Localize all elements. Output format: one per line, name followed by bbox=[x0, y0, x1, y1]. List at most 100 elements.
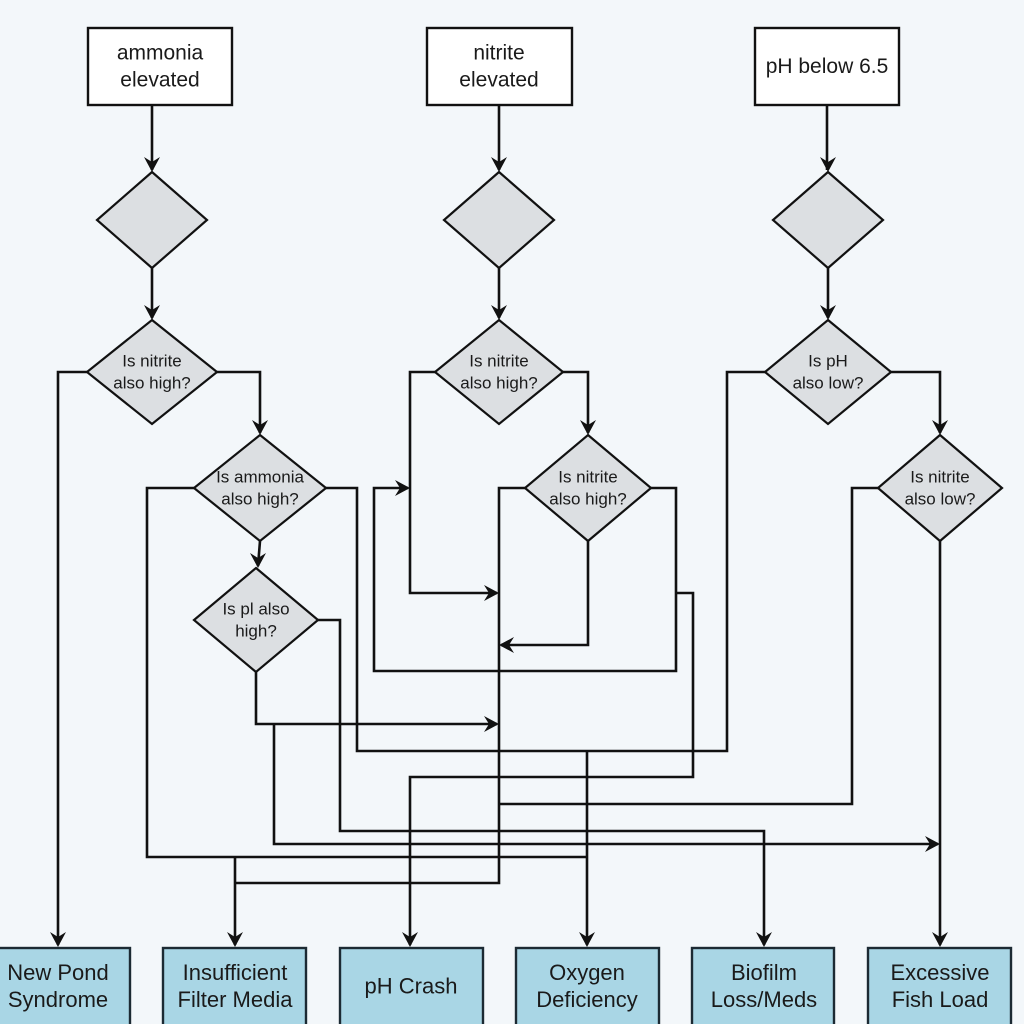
arrowhead-icon bbox=[484, 716, 499, 732]
edge-d4a-right-to-biofilm bbox=[318, 618, 766, 945]
decision-d2a[interactable]: Is nitrite also high? bbox=[85, 318, 219, 426]
node-label-line: high? bbox=[235, 622, 277, 641]
decision-diamond bbox=[523, 433, 653, 543]
node-label-line: New Pond bbox=[7, 960, 109, 985]
start-box bbox=[86, 26, 234, 107]
decision-diamond bbox=[192, 433, 328, 543]
decision-diamond bbox=[95, 170, 209, 270]
outcome-box bbox=[338, 946, 485, 1024]
node-label-line: Fish Load bbox=[892, 987, 989, 1012]
node-label-line: elevated bbox=[120, 69, 199, 92]
node-label-line: elevated bbox=[459, 69, 538, 92]
node-label-line: Oxygen bbox=[549, 960, 625, 985]
outcome-ph-crash[interactable]: pH Crash bbox=[338, 946, 485, 1024]
outcome-box bbox=[690, 946, 836, 1024]
decision-diamond bbox=[771, 170, 885, 270]
connector-lines bbox=[56, 105, 942, 945]
edge-d3b-left-trunk bbox=[235, 486, 525, 885]
edge-d2c-right-to-d3c bbox=[891, 370, 942, 433]
decision-d2b[interactable]: Is nitrite also high? bbox=[433, 318, 565, 426]
decision-diamond bbox=[442, 170, 556, 270]
node-label-line: nitrite bbox=[473, 42, 524, 65]
decision-d1b[interactable] bbox=[442, 170, 556, 270]
edge-d4a-to-fish-load bbox=[272, 724, 938, 846]
arrowhead-icon bbox=[580, 420, 596, 435]
decision-d1c[interactable] bbox=[771, 170, 885, 270]
edge-d3a-right-to-d2c bbox=[326, 370, 765, 753]
arrowhead-icon bbox=[402, 932, 418, 947]
node-label-line: Deficiency bbox=[536, 987, 637, 1012]
arrowhead-icon bbox=[932, 420, 948, 435]
node-label-line: Filter Media bbox=[178, 987, 294, 1012]
node-label-line: pH Crash bbox=[365, 974, 458, 999]
decision-diamond bbox=[192, 566, 320, 674]
decision-diamond bbox=[876, 433, 1004, 543]
edge-d2a-left-to-new-pond bbox=[56, 370, 87, 945]
node-label-line: Excessive bbox=[890, 960, 989, 985]
start-node-ammonia[interactable]: ammonia elevated bbox=[86, 26, 234, 107]
node-label-line: Is pH bbox=[808, 352, 848, 371]
node-label-line: Is nitrite bbox=[910, 468, 970, 487]
outcome-box bbox=[514, 946, 661, 1024]
arrowhead-icon bbox=[491, 157, 507, 172]
arrowhead-icon bbox=[756, 932, 772, 947]
node-label-line: Is nitrite bbox=[122, 352, 182, 371]
node-label-line: also high? bbox=[221, 490, 299, 509]
arrowhead-icon bbox=[395, 480, 410, 496]
arrowhead-icon bbox=[820, 305, 836, 320]
node-label-line: also high? bbox=[460, 374, 538, 393]
edge-d4a-bottom bbox=[254, 672, 497, 726]
arrowhead-icon bbox=[499, 637, 514, 653]
node-label-line: Insufficient bbox=[183, 960, 288, 985]
outcome-box bbox=[0, 946, 132, 1024]
flowchart-nodes: ammonia elevated nitrite elevated pH below 6… bbox=[0, 26, 1013, 1024]
decision-diamond bbox=[763, 318, 893, 426]
start-node-ph[interactable]: pH below 6.5 bbox=[753, 26, 901, 107]
arrowhead-icon bbox=[50, 932, 66, 947]
node-label-line: Syndrome bbox=[8, 987, 108, 1012]
node-label-line: also high? bbox=[113, 374, 191, 393]
arrowhead-icon bbox=[491, 305, 507, 320]
arrowhead-icon bbox=[820, 157, 836, 172]
edge-d2a-right-to-d3a bbox=[217, 370, 262, 433]
edge-d2b-left bbox=[408, 370, 497, 595]
decision-d3a[interactable]: Is ammonia also high? bbox=[192, 433, 328, 543]
start-node-nitrite[interactable]: nitrite elevated bbox=[425, 26, 574, 107]
decision-d4a[interactable]: Is pl also high? bbox=[192, 566, 320, 674]
arrowhead-icon bbox=[484, 585, 499, 601]
arrowhead-icon bbox=[250, 553, 266, 568]
arrowhead-icon bbox=[579, 932, 595, 947]
edge-to-ph-crash bbox=[408, 591, 695, 945]
decision-diamond bbox=[85, 318, 219, 426]
node-label-line: Biofilm bbox=[731, 960, 797, 985]
edge-d3c-left bbox=[499, 486, 878, 806]
node-label-line: Is pl also bbox=[222, 600, 289, 619]
node-label-line: Is nitrite bbox=[469, 352, 529, 371]
edge-d2b-right-to-d3b bbox=[563, 370, 590, 433]
edge-d3b-bottom bbox=[501, 541, 590, 647]
decision-d2c[interactable]: Is pH also low? bbox=[763, 318, 893, 426]
decision-d3c[interactable]: Is nitrite also low? bbox=[876, 433, 1004, 543]
node-label-line: also low? bbox=[793, 374, 864, 393]
node-label-line: pH below 6.5 bbox=[766, 55, 889, 78]
arrowhead-icon bbox=[144, 305, 160, 320]
node-label-line: ammonia bbox=[117, 42, 204, 65]
decision-d3b[interactable]: Is nitrite also high? bbox=[523, 433, 653, 543]
decision-d1a[interactable] bbox=[95, 170, 209, 270]
decision-diamond bbox=[433, 318, 565, 426]
node-label-line: Is nitrite bbox=[558, 468, 618, 487]
arrowhead-icon bbox=[252, 420, 268, 435]
outcome-box bbox=[161, 946, 308, 1024]
edge-d3b-right-loop bbox=[372, 486, 678, 673]
node-label-line: Is ammonia bbox=[216, 468, 304, 487]
arrowhead-icon bbox=[227, 932, 243, 947]
arrowhead-icon bbox=[144, 157, 160, 172]
node-label-line: also low? bbox=[905, 490, 976, 509]
node-label-line: also high? bbox=[549, 490, 627, 509]
